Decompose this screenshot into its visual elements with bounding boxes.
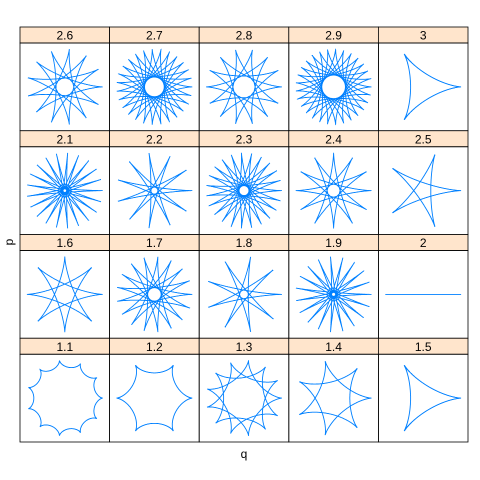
panel-frame [288,353,379,443]
panel-label: 1.6 [56,236,73,250]
panel-label: 2.3 [236,132,253,146]
series-line [26,256,103,333]
panel-label: 1.2 [146,340,163,354]
panel: 1.6 [19,234,110,339]
panel: 2.3 [198,130,290,235]
panel: 1.1 [19,337,110,443]
series-line [392,154,462,227]
panel-label: 2.4 [325,132,342,146]
panel-label: 3 [420,29,427,43]
series-line [208,256,282,332]
panel: 1.2 [109,337,200,443]
panel-frame [109,42,200,132]
panel-label: 2.9 [325,29,342,43]
panel: 1.3 [198,337,290,443]
panel: 2 [377,234,469,339]
panel: 1.7 [109,234,200,339]
panel-label: 2.1 [56,132,73,146]
panel: 2.2 [109,130,200,235]
y-axis-label: p [2,238,16,245]
series-line [403,53,462,120]
series-line [403,365,462,432]
panel-frame [109,353,200,443]
series-line [295,256,372,333]
panel-label: 1.3 [236,340,253,354]
series-line [116,48,193,125]
panel: 2.4 [288,130,379,235]
panel-label: 1.1 [56,340,73,354]
series-line [295,152,372,229]
series-line [28,360,103,436]
series-line [295,48,372,126]
panel: 1.5 [377,337,469,443]
series-line [206,152,282,229]
panel: 1.8 [198,234,290,339]
series-line [117,152,193,229]
panel: 2.8 [198,26,290,132]
panel-label: 1.7 [146,236,163,250]
panel: 3 [377,26,469,132]
series-line [116,256,193,333]
panel: 2.7 [109,26,200,132]
series-line [206,360,282,437]
panel-label: 1.8 [236,236,253,250]
panel-label: 1.9 [325,236,342,250]
panel-frame [19,42,110,132]
series-line [299,361,372,436]
series-line [27,48,103,125]
panel: 1.9 [288,234,379,339]
panel-label: 2.8 [236,29,253,43]
panel-frame [288,42,379,132]
panel-label: 1.4 [325,340,342,354]
panel-grid: 2.6 2.7 2.8 2.9 3 2.1 2.2 2.3 2.4 2.5 1.6 1.7 1.8 1.9… [19,26,469,443]
panel-label: 2.6 [56,29,73,43]
panel-frame [198,353,290,443]
panel: 2.5 [377,130,469,235]
panel: 2.9 [288,26,379,132]
panel: 2.1 [19,130,110,235]
x-axis-label: q [241,447,248,461]
panel-label: 2 [420,236,427,250]
series-line [206,49,282,124]
panel: 2.6 [19,26,110,132]
panel-label: 1.5 [415,340,432,354]
panel: 1.4 [288,337,379,443]
panel-label: 2.5 [415,132,432,146]
panel-frame [377,42,469,132]
panel-label: 2.7 [146,29,163,43]
series-line [27,152,103,229]
panel-frame [198,42,290,132]
panel-label: 2.2 [146,132,163,146]
panel-frame [377,353,469,443]
panel-frame [377,146,469,235]
panel-frame [19,250,110,339]
series-line [116,365,193,432]
